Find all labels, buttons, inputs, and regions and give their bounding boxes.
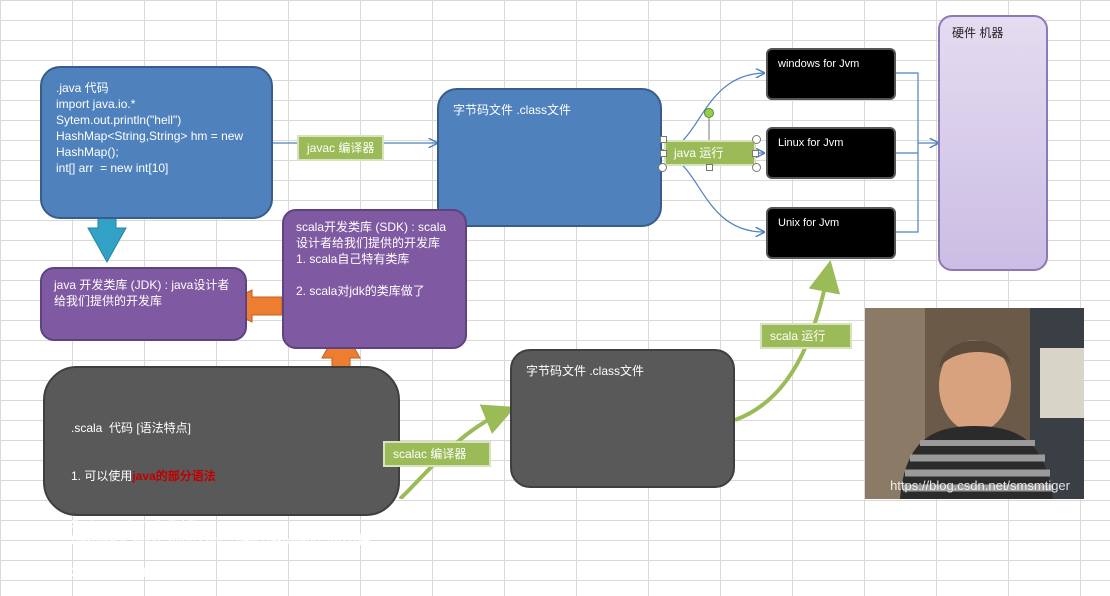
- scala-code-line2-prefix: 1. 可以使用: [71, 469, 133, 483]
- javac-label[interactable]: javac 编译器: [297, 135, 385, 161]
- scalac-label[interactable]: scalac 编译器: [383, 441, 491, 467]
- selection-handle[interactable]: [752, 163, 761, 172]
- java-code-box[interactable]: .java 代码 import java.io.* Sytem.out.prin…: [40, 66, 273, 219]
- connector-unix-to-hardware: [896, 143, 919, 233]
- bytecode-box-top[interactable]: 字节码文件 .class文件: [437, 88, 662, 227]
- selection-handle[interactable]: [706, 164, 713, 171]
- scala-code-line1: .scala 代码 [语法特点]: [71, 421, 192, 435]
- photo-watermark: https://blog.csdn.net/smsmtiger: [890, 478, 1070, 493]
- scala-code-highlight: java的部分语法: [132, 469, 216, 483]
- java-run-label[interactable]: java 运行: [664, 140, 756, 166]
- jdk-library-box[interactable]: java 开发类库 (JDK) : java设计者给我们提供的开发库: [40, 267, 247, 341]
- unix-jvm-box[interactable]: Unix for Jvm: [766, 207, 896, 259]
- selection-handle[interactable]: [658, 163, 667, 172]
- hardware-box[interactable]: 硬件 机器: [938, 15, 1048, 271]
- connector-scala-run: [734, 260, 841, 422]
- scala-code-rest: System.out.println("ok") HashMap<String,…: [71, 517, 371, 579]
- rotate-handle-icon[interactable]: [704, 108, 714, 118]
- connector-windows-to-hardware: [896, 72, 919, 143]
- scala-run-label[interactable]: scala 运行: [760, 323, 852, 349]
- selection-handle[interactable]: [660, 150, 667, 157]
- speaker-photo-art: [865, 308, 1084, 499]
- windows-jvm-box[interactable]: windows for Jvm: [766, 48, 896, 100]
- scala-sdk-library-box[interactable]: scala开发类库 (SDK) : scala设计者给我们提供的开发库 1. s…: [282, 209, 467, 349]
- scala-code-line2: 1. 可以使用java的部分语法: [71, 468, 372, 484]
- bytecode-box-bottom[interactable]: 字节码文件 .class文件: [510, 349, 735, 488]
- speaker-photo: https://blog.csdn.net/smsmtiger: [865, 308, 1084, 499]
- selection-handle[interactable]: [752, 135, 761, 144]
- selection-handle[interactable]: [660, 136, 667, 143]
- selection-handle[interactable]: [752, 150, 759, 157]
- connector-to-unix: [661, 155, 764, 232]
- linux-jvm-box[interactable]: Linux for Jvm: [766, 127, 896, 179]
- scala-code-box[interactable]: .scala 代码 [语法特点] 1. 可以使用java的部分语法 System…: [43, 366, 400, 579]
